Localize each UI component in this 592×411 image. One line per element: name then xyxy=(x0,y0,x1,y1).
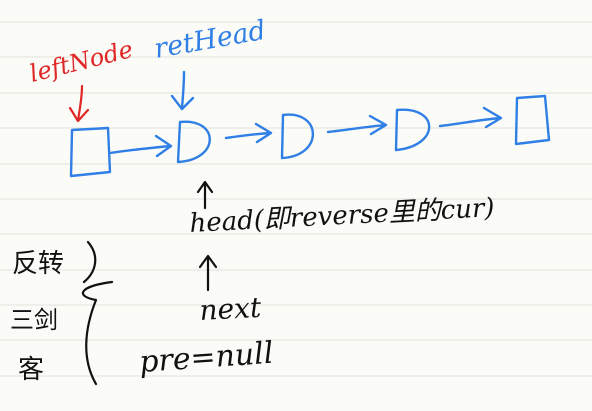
list-arrow xyxy=(224,122,273,144)
pre-null-label: pre=null xyxy=(138,336,274,380)
list-arrow xyxy=(438,106,503,129)
ruled-lines xyxy=(0,21,592,377)
brace-line-3: 客 xyxy=(18,355,44,385)
head-note-label: head(即reverse里的cur) xyxy=(189,193,496,239)
brace-small xyxy=(82,240,97,284)
linked-list xyxy=(69,94,551,178)
next-pointer-arrow xyxy=(198,254,218,292)
list-arrow xyxy=(108,134,173,158)
list-node xyxy=(280,113,315,160)
list-node xyxy=(394,108,431,152)
left-node-label: leftNode xyxy=(27,35,136,88)
brace-line-1: 反转 xyxy=(12,249,64,279)
brace-large xyxy=(81,280,114,386)
ret-head-arrow xyxy=(170,70,195,111)
brace-line-2: 三剑 xyxy=(10,306,58,334)
next-label: next xyxy=(199,291,263,327)
list-arrow xyxy=(326,114,388,136)
list-node xyxy=(69,126,112,178)
left-node-arrow xyxy=(68,84,90,123)
head-pointer-arrow xyxy=(196,180,214,210)
list-node xyxy=(514,94,551,146)
list-node xyxy=(176,120,211,164)
